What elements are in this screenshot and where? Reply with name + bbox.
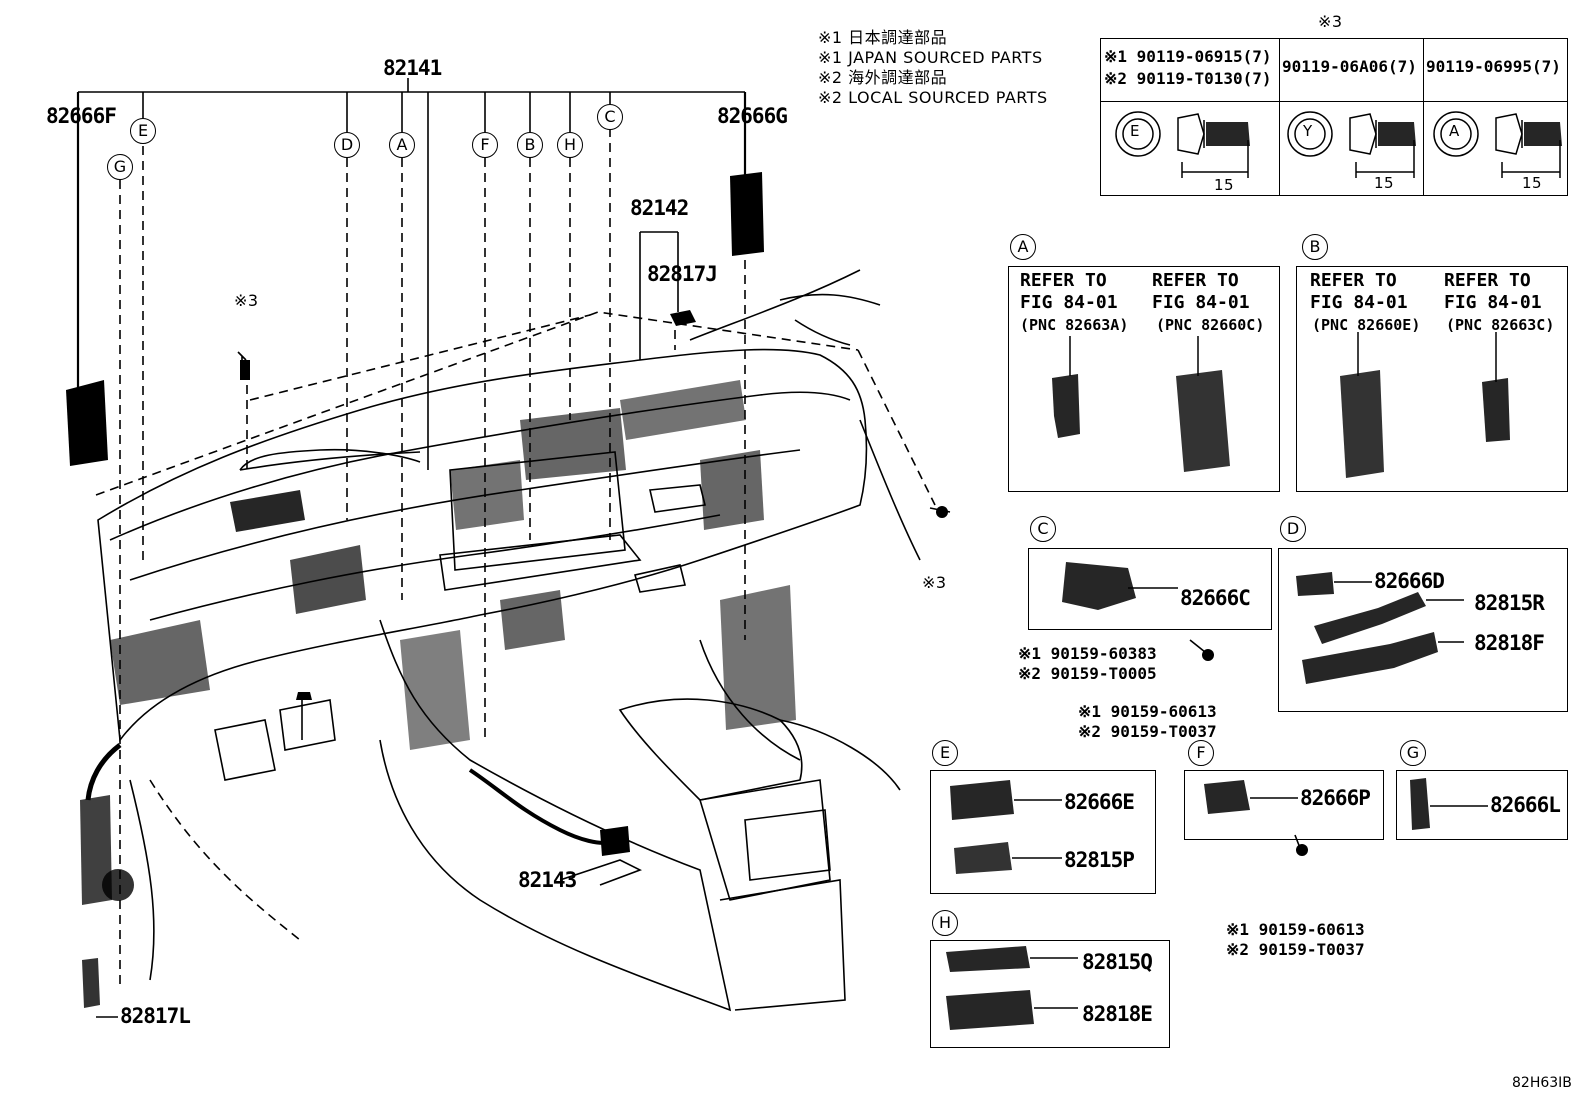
callout-A: A bbox=[389, 132, 415, 158]
callout-E: E bbox=[130, 118, 156, 144]
detail-E-part-2: 82815P bbox=[1064, 848, 1135, 872]
detail-A-letter: A bbox=[1010, 234, 1036, 260]
detail-C-part bbox=[1062, 562, 1178, 610]
detail-F-box bbox=[1184, 770, 1384, 840]
note-1-en: ※1 JAPAN SOURCED PARTS bbox=[818, 48, 1043, 67]
label-82817J: 82817J bbox=[647, 262, 718, 286]
label-82666G: 82666G bbox=[717, 104, 788, 128]
detail-D-box bbox=[1278, 548, 1568, 712]
detail-C-part-label: 82666C bbox=[1180, 586, 1251, 610]
detail-A-box bbox=[1008, 266, 1280, 492]
bolt-head-mark-a: A bbox=[1449, 122, 1460, 140]
detail-E-box bbox=[930, 770, 1156, 894]
detail-F-part-label: 82666P bbox=[1300, 786, 1371, 810]
detail-H-part-2: 82818E bbox=[1082, 1002, 1153, 1026]
bolt-length-1: 15 bbox=[1214, 176, 1235, 194]
detail-D-part-1: 82666D bbox=[1374, 569, 1445, 593]
mark3-right: ※3 bbox=[922, 573, 947, 592]
detail-E-letter: E bbox=[932, 740, 958, 766]
bolt-drawings bbox=[1115, 111, 1562, 178]
callout-D: D bbox=[334, 132, 360, 158]
detail-F-bolt-1: ※1 90159-60613 bbox=[1226, 920, 1365, 939]
bolt-table bbox=[1100, 38, 1568, 196]
detail-B-box bbox=[1296, 266, 1568, 492]
callout-H: H bbox=[557, 132, 583, 158]
detail-H-letter: H bbox=[932, 910, 958, 936]
detail-C-bolt-2: ※2 90159-T0005 bbox=[1018, 664, 1157, 683]
bolt-col1-line2: ※2 90119-T0130(7) bbox=[1104, 69, 1272, 88]
callout-B: B bbox=[517, 132, 543, 158]
callout-C: C bbox=[597, 104, 623, 130]
bolt-head-mark-y: Y bbox=[1303, 122, 1313, 140]
bolt-col3: 90119-06995(7) bbox=[1426, 57, 1561, 76]
detail-F-letter: F bbox=[1188, 740, 1214, 766]
detail-B-letter: B bbox=[1302, 234, 1328, 260]
detail-F-part bbox=[1204, 780, 1298, 814]
detail-E-part-1: 82666E bbox=[1064, 790, 1135, 814]
detail-C-bolt-1: ※1 90159-60383 bbox=[1018, 644, 1157, 663]
detail-H-part-1: 82815Q bbox=[1082, 950, 1153, 974]
detail-B-pnc-2: (PNC 82663C) bbox=[1446, 316, 1555, 334]
note-2-en: ※2 LOCAL SOURCED PARTS bbox=[818, 88, 1048, 107]
detail-D-parts bbox=[1296, 572, 1464, 684]
label-82143: 82143 bbox=[518, 868, 577, 892]
detail-G-part bbox=[1410, 778, 1488, 830]
figure-id: 82H63IB bbox=[1512, 1075, 1572, 1091]
detail-G-box bbox=[1396, 770, 1568, 840]
note-1-jp: ※1 日本調達部品 bbox=[818, 28, 948, 47]
detail-H-box bbox=[930, 940, 1170, 1048]
callout-F: F bbox=[472, 132, 498, 158]
detail-H-parts bbox=[946, 946, 1078, 1030]
detail-E-bolt-2: ※2 90159-T0037 bbox=[1078, 722, 1217, 741]
detail-E-bolt-1: ※1 90159-60613 bbox=[1078, 702, 1217, 721]
bolt-head-mark-e: E bbox=[1130, 122, 1140, 140]
label-82817L: 82817L bbox=[120, 1004, 191, 1028]
detail-B-parts bbox=[1340, 332, 1510, 478]
detail-A-pnc-2: (PNC 82660C) bbox=[1156, 316, 1265, 334]
detail-F-bolt-2: ※2 90159-T0037 bbox=[1226, 940, 1365, 959]
detail-D-part-3: 82818F bbox=[1474, 631, 1545, 655]
detail-B-pnc-1: (PNC 82660E) bbox=[1312, 316, 1421, 334]
detail-D-part-2: 82815R bbox=[1474, 591, 1545, 615]
label-82666F: 82666F bbox=[46, 104, 117, 128]
bolt-length-3: 15 bbox=[1522, 174, 1543, 192]
detail-C-letter: C bbox=[1030, 516, 1056, 542]
callout-G: G bbox=[107, 154, 133, 180]
label-82141: 82141 bbox=[383, 56, 442, 80]
detail-G-part-label: 82666L bbox=[1490, 793, 1561, 817]
mark3-left: ※3 bbox=[234, 291, 259, 310]
detail-C-box bbox=[1028, 548, 1272, 630]
note-2-jp: ※2 海外調達部品 bbox=[818, 68, 948, 87]
detail-D-letter: D bbox=[1280, 516, 1306, 542]
detail-E-parts bbox=[950, 780, 1062, 874]
bolt-length-2: 15 bbox=[1374, 174, 1395, 192]
bolt-col2: 90119-06A06(7) bbox=[1282, 57, 1417, 76]
label-82142: 82142 bbox=[630, 196, 689, 220]
detail-A-pnc-1: (PNC 82663A) bbox=[1020, 316, 1129, 334]
detail-G-letter: G bbox=[1400, 740, 1426, 766]
detail-A-parts bbox=[1052, 336, 1230, 472]
bolt-col1-line1: ※1 90119-06915(7) bbox=[1104, 47, 1272, 66]
bolt-table-header: ※3 bbox=[1318, 12, 1343, 31]
